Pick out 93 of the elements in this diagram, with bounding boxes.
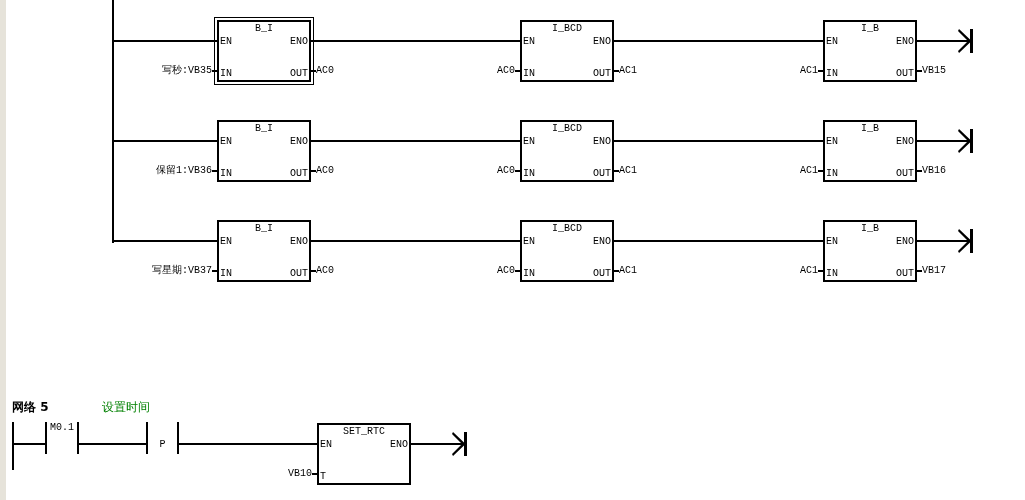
connection-line xyxy=(178,443,318,445)
contact-label: M0.1 xyxy=(49,422,75,433)
operand-label: AC1 xyxy=(800,65,818,76)
operand-label: AC0 xyxy=(316,165,334,176)
function-block xyxy=(520,220,614,282)
function-block xyxy=(823,20,917,82)
connection-line xyxy=(113,40,218,42)
operand-label: AC1 xyxy=(619,65,637,76)
contact-label: P xyxy=(158,439,167,450)
connection-line xyxy=(613,40,824,42)
pin-label: ENO xyxy=(593,36,611,47)
pin-label: OUT xyxy=(896,168,914,179)
operand-label: AC1 xyxy=(800,265,818,276)
pin-label: EN xyxy=(826,236,838,247)
connection-line xyxy=(113,240,218,242)
pin-label: EN xyxy=(320,439,332,450)
block-name: B_I xyxy=(254,23,274,34)
operand-label: VB10 xyxy=(288,468,312,479)
operand-label: AC1 xyxy=(619,165,637,176)
function-block xyxy=(217,120,311,182)
pin-label: OUT xyxy=(593,68,611,79)
pin-label: EN xyxy=(220,236,232,247)
pin-label: OUT xyxy=(896,68,914,79)
operand-label: AC0 xyxy=(497,165,515,176)
pin-label: ENO xyxy=(290,136,308,147)
operand-label: 写秒:VB35 xyxy=(162,65,212,76)
pin-label: OUT xyxy=(290,68,308,79)
contact-symbol xyxy=(146,422,179,454)
function-block xyxy=(823,220,917,282)
block-name: B_I xyxy=(254,223,274,234)
pin-label: OUT xyxy=(290,268,308,279)
pin-label: ENO xyxy=(593,236,611,247)
pin-label: OUT xyxy=(290,168,308,179)
operand-label: 写星期:VB37 xyxy=(152,265,212,276)
pin-label: T xyxy=(320,471,326,482)
pin-label: IN xyxy=(523,268,535,279)
block-name: I_BCD xyxy=(551,23,583,34)
pin-label: ENO xyxy=(593,136,611,147)
pin-label: ENO xyxy=(896,136,914,147)
pin-label: ENO xyxy=(390,439,408,450)
pin-label: EN xyxy=(220,136,232,147)
pin-label: IN xyxy=(523,168,535,179)
connection-line xyxy=(613,140,824,142)
block-name: I_B xyxy=(860,223,880,234)
pin-label: EN xyxy=(220,36,232,47)
pin-label: ENO xyxy=(290,36,308,47)
pin-label: IN xyxy=(220,68,232,79)
pin-label: EN xyxy=(826,36,838,47)
pin-label: IN xyxy=(826,268,838,279)
pin-label: IN xyxy=(220,268,232,279)
contact-symbol xyxy=(45,422,79,454)
pin-label: IN xyxy=(826,168,838,179)
function-block xyxy=(520,120,614,182)
operand-label: AC0 xyxy=(316,65,334,76)
operand-label: VB15 xyxy=(922,65,946,76)
pin-label: ENO xyxy=(290,236,308,247)
connection-line xyxy=(113,140,218,142)
operand-label: AC1 xyxy=(800,165,818,176)
operand-label: AC1 xyxy=(619,265,637,276)
operand-label: 保留1:VB36 xyxy=(156,165,212,176)
connection-line xyxy=(613,240,824,242)
network-title: 网络 5 xyxy=(12,399,49,416)
pin-label: OUT xyxy=(593,168,611,179)
pin-label: EN xyxy=(523,236,535,247)
pin-label: EN xyxy=(826,136,838,147)
function-block xyxy=(823,120,917,182)
pin-label: EN xyxy=(523,36,535,47)
function-block xyxy=(520,20,614,82)
operand-label: AC0 xyxy=(497,65,515,76)
block-name: I_B xyxy=(860,123,880,134)
pin-label: IN xyxy=(220,168,232,179)
function-block xyxy=(217,220,311,282)
operand-label: AC0 xyxy=(497,265,515,276)
pin-label: ENO xyxy=(896,236,914,247)
pin-label: IN xyxy=(523,68,535,79)
operand-label: VB16 xyxy=(922,165,946,176)
function-block xyxy=(317,423,411,485)
pin-label: IN xyxy=(826,68,838,79)
block-name: B_I xyxy=(254,123,274,134)
comment-text: 设置时间 xyxy=(102,399,150,416)
block-name: SET_RTC xyxy=(342,426,386,437)
block-name: I_BCD xyxy=(551,223,583,234)
block-name: I_BCD xyxy=(551,123,583,134)
operand-label: VB17 xyxy=(922,265,946,276)
pin-label: OUT xyxy=(593,268,611,279)
connection-line xyxy=(78,443,147,445)
pin-label: OUT xyxy=(896,268,914,279)
block-name: I_B xyxy=(860,23,880,34)
connection-line xyxy=(13,443,46,445)
pin-label: ENO xyxy=(896,36,914,47)
operand-label: AC0 xyxy=(316,265,334,276)
connection-line xyxy=(310,140,521,142)
pin-label: EN xyxy=(523,136,535,147)
